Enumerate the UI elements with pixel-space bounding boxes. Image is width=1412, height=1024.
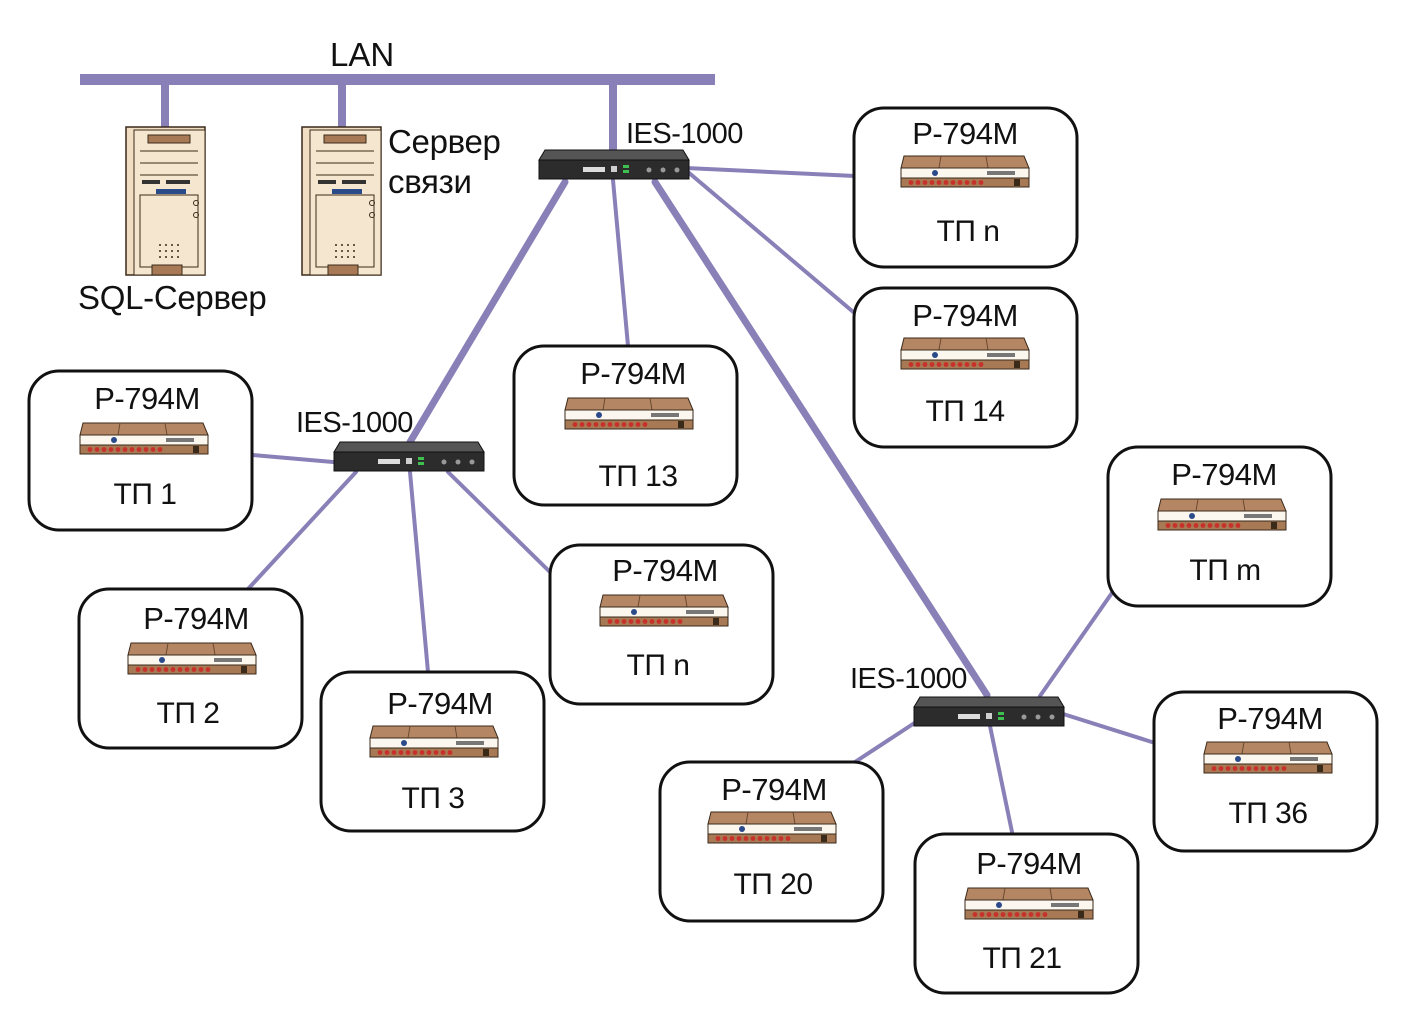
modem-icon [900,337,1030,370]
modem-icon [1157,498,1287,531]
switch-right: IES-1000 [850,663,1065,727]
node-box [852,106,1079,269]
node-model: P-794M [94,381,200,416]
lan-bus [80,74,715,85]
node-tp-3: P-794M ТП 3 [319,670,546,833]
node-name: ТП 1 [114,478,177,511]
node-tp-1: P-794M ТП 1 [27,369,254,532]
node-name: ТП n [937,215,1000,248]
link [1058,711,1157,745]
node-model: P-794M [912,298,1018,333]
node-name: ТП 2 [157,697,220,730]
node-tp-14: P-794M ТП 14 [852,286,1079,449]
node-tp-n-mid: P-794M ТП n [548,543,775,706]
node-model: P-794M [580,356,686,391]
node-name: ТП 13 [598,460,677,493]
lan-drop-comm [338,85,346,129]
node-model: P-794M [1217,701,1323,736]
node-tp-n-top: P-794M ТП n [852,106,1079,269]
switch-left: IES-1000 [296,407,485,472]
sql-server: SQL-Сервер [78,126,267,316]
modem-icon [564,397,694,430]
node-model: P-794M [612,553,718,588]
modem-icon [127,642,257,675]
node-name: ТП 21 [982,942,1061,975]
comm-server-label-line2: связи [388,163,472,200]
node-tp-13: P-794M ТП 13 [512,344,739,507]
node-name: ТП n [627,649,690,682]
node-name: ТП 20 [733,868,812,901]
switch-label: IES-1000 [296,407,413,439]
trunk-link [651,178,991,699]
node-tp-m: P-794M ТП m [1106,445,1333,608]
modem-icon [964,887,1094,920]
links [246,166,1157,834]
modem-icon [599,594,729,627]
link [988,724,1014,834]
node-tp-20: P-794M ТП 20 [658,760,885,923]
server-tower-icon [301,126,382,276]
link [611,178,630,348]
node-model: P-794M [721,772,827,807]
link [1038,588,1116,698]
link [686,170,860,318]
lan-drop-sql [161,85,169,129]
node-model: P-794M [1171,457,1277,492]
comm-server: Сервер связи [301,123,501,276]
link [250,453,335,464]
comm-server-label-line1: Сервер [388,123,501,160]
modem-icon [900,155,1030,188]
node-name: ТП 36 [1228,797,1307,830]
sql-server-label: SQL-Сервер [78,279,266,316]
link [446,470,554,576]
node-model: P-794M [912,116,1018,151]
link [853,720,918,764]
modem-icon [707,811,837,844]
node-tp-21: P-794M ТП 21 [913,832,1140,995]
switch-icon [538,149,690,180]
switch-icon [333,441,485,472]
node-model: P-794M [143,601,249,636]
switch-icon [913,696,1065,727]
node-name: ТП m [1189,554,1260,587]
node-name: ТП 14 [925,395,1004,428]
server-tower-icon [125,126,206,276]
trunk-link [406,178,569,446]
switch-label: IES-1000 [850,663,967,695]
switch-label: IES-1000 [626,118,743,150]
node-tp-2: P-794M ТП 2 [77,587,304,750]
switch-top: IES-1000 [538,118,743,180]
node-model: P-794M [387,686,493,721]
link [408,470,430,674]
lan-drop-switch [609,85,617,151]
modem-icon [79,422,209,455]
modem-icon [369,725,499,758]
node-name: ТП 3 [402,782,465,815]
link [246,470,358,591]
lan-label: LAN [330,36,394,73]
node-model: P-794M [976,846,1082,881]
link [684,166,857,178]
modem-icon [1203,741,1333,774]
node-tp-36: P-794M ТП 36 [1152,690,1379,853]
